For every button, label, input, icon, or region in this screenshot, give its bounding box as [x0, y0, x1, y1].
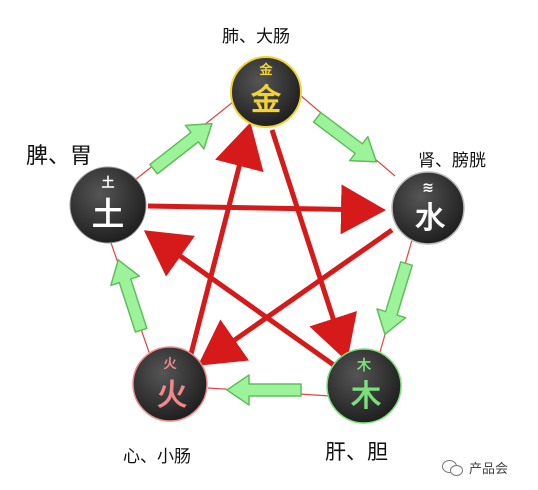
metal-symbol-icon: 金	[258, 62, 273, 78]
label-wood-organs: 肝、胆	[325, 440, 388, 464]
node-earth: 土 土	[69, 166, 147, 244]
label-earth-organs: 脾、胃	[26, 144, 93, 169]
arrow-water-to-fire	[197, 227, 394, 366]
arrow-earth-to-metal	[149, 122, 213, 175]
node-metal: 金 金	[230, 56, 302, 128]
node-wood: 木 木	[326, 348, 402, 424]
generating-arrows	[110, 111, 414, 406]
watermark-text: 产品会	[469, 462, 509, 477]
label-metal-organs: 肺、大肠	[222, 27, 290, 47]
arrow-water-to-wood	[376, 261, 414, 336]
node-water: ≋ 水	[391, 171, 465, 245]
fire-symbol-icon: 火	[163, 357, 177, 372]
arrow-metal-to-wood	[269, 129, 357, 362]
label-fire-organs: 心、小肠	[123, 447, 191, 467]
arrow-earth-to-water	[147, 184, 386, 235]
wood-char: 木	[350, 379, 381, 414]
arrow-fire-to-earth	[110, 259, 148, 333]
earth-symbol-icon: 土	[101, 175, 114, 191]
controlling-arrows	[143, 122, 394, 371]
node-fire: 火 火	[132, 346, 208, 422]
arrow-fire-to-metal	[187, 122, 264, 359]
arrow-metal-to-water	[312, 111, 378, 163]
fire-char: 火	[157, 378, 187, 413]
metal-char: 金	[250, 83, 282, 118]
wechat-icon	[442, 459, 464, 476]
water-char: 水	[415, 201, 446, 236]
watermark: 产品会	[442, 458, 508, 477]
arrow-wood-to-earth	[143, 230, 340, 371]
arrow-wood-to-fire	[226, 374, 302, 406]
earth-char: 土	[92, 195, 124, 233]
water-symbol-icon: ≋	[422, 180, 434, 196]
wood-symbol-icon: 木	[356, 357, 372, 374]
label-water-organs: 肾、膀胱	[418, 151, 486, 171]
